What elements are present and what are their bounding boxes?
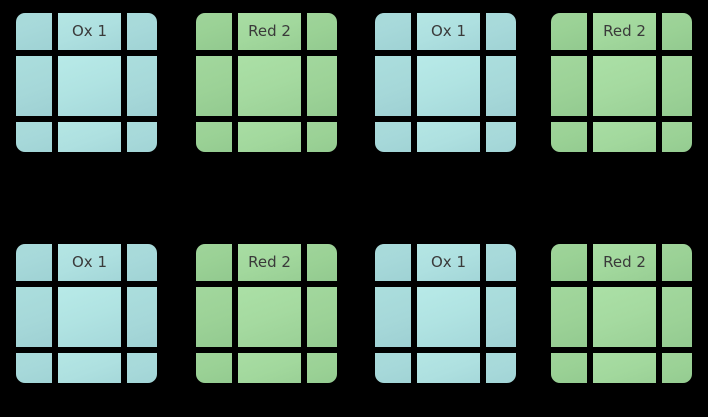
board-cell[interactable] [58, 353, 121, 383]
board-label: Ox 1 [431, 253, 466, 271]
board-cell[interactable] [486, 13, 516, 50]
board-cell[interactable] [16, 56, 52, 116]
board-cell[interactable] [551, 353, 587, 383]
tic-tac-toe-board[interactable]: Red 2 [551, 244, 692, 383]
board-cell[interactable] [16, 122, 52, 152]
board-cell[interactable]: Ox 1 [58, 244, 121, 281]
board-cell[interactable] [196, 287, 232, 347]
board-cell[interactable] [486, 56, 516, 116]
board-label: Ox 1 [72, 253, 107, 271]
board-cell[interactable] [375, 244, 411, 281]
board-cell[interactable] [16, 353, 52, 383]
board-cell[interactable] [238, 56, 301, 116]
board-cell[interactable] [551, 56, 587, 116]
board-label: Ox 1 [431, 22, 466, 40]
tic-tac-toe-board[interactable]: Ox 1 [16, 13, 157, 152]
board-cell[interactable] [127, 13, 157, 50]
board-cell[interactable] [417, 122, 480, 152]
board-cell[interactable] [307, 244, 337, 281]
tic-tac-toe-board[interactable]: Red 2 [196, 13, 337, 152]
board-cell[interactable] [196, 122, 232, 152]
board-cell[interactable] [662, 353, 692, 383]
board-cell[interactable] [375, 56, 411, 116]
board-cell[interactable] [417, 56, 480, 116]
board-cell[interactable] [662, 13, 692, 50]
board-cell[interactable] [16, 287, 52, 347]
board-cell[interactable] [551, 13, 587, 50]
board-cell[interactable] [196, 244, 232, 281]
board-label: Red 2 [603, 22, 646, 40]
board-cell[interactable] [16, 244, 52, 281]
tic-tac-toe-board[interactable]: Red 2 [551, 13, 692, 152]
board-cell[interactable] [593, 56, 656, 116]
board-cell[interactable] [127, 244, 157, 281]
tic-tac-toe-board[interactable]: Ox 1 [16, 244, 157, 383]
board-cell[interactable] [196, 13, 232, 50]
board-cell[interactable] [375, 122, 411, 152]
tic-tac-toe-board[interactable]: Red 2 [196, 244, 337, 383]
board-cell[interactable]: Ox 1 [417, 244, 480, 281]
board-cell[interactable] [58, 122, 121, 152]
board-cell[interactable] [196, 56, 232, 116]
board-cell[interactable] [662, 122, 692, 152]
board-cell[interactable] [593, 353, 656, 383]
board-cell[interactable] [375, 353, 411, 383]
board-cell[interactable] [593, 287, 656, 347]
board-label: Red 2 [248, 22, 291, 40]
board-cell[interactable] [307, 353, 337, 383]
board-cell[interactable] [417, 287, 480, 347]
board-cell[interactable] [662, 244, 692, 281]
tic-tac-toe-board[interactable]: Ox 1 [375, 244, 516, 383]
board-cell[interactable] [486, 244, 516, 281]
board-cell[interactable] [58, 287, 121, 347]
board-cell[interactable]: Ox 1 [417, 13, 480, 50]
board-cell[interactable] [238, 353, 301, 383]
board-cell[interactable]: Ox 1 [58, 13, 121, 50]
board-cell[interactable] [307, 287, 337, 347]
board-cell[interactable] [307, 122, 337, 152]
board-cell[interactable] [238, 122, 301, 152]
board-cell[interactable] [486, 122, 516, 152]
tic-tac-toe-board[interactable]: Ox 1 [375, 13, 516, 152]
board-cell[interactable] [127, 56, 157, 116]
board-cell[interactable] [662, 287, 692, 347]
board-cell[interactable]: Red 2 [238, 244, 301, 281]
board-cell[interactable] [307, 13, 337, 50]
board-label: Red 2 [603, 253, 646, 271]
board-cell[interactable] [486, 287, 516, 347]
board-cell[interactable] [238, 287, 301, 347]
board-cell[interactable] [127, 287, 157, 347]
board-cell[interactable]: Red 2 [238, 13, 301, 50]
board-cell[interactable]: Red 2 [593, 13, 656, 50]
board-cell[interactable] [551, 122, 587, 152]
board-label: Red 2 [248, 253, 291, 271]
board-cell[interactable] [16, 13, 52, 50]
board-cell[interactable] [662, 56, 692, 116]
board-cell[interactable] [127, 353, 157, 383]
board-cell[interactable]: Red 2 [593, 244, 656, 281]
board-cell[interactable] [307, 56, 337, 116]
board-label: Ox 1 [72, 22, 107, 40]
board-cell[interactable] [486, 353, 516, 383]
board-cell[interactable] [127, 122, 157, 152]
board-cell[interactable] [417, 353, 480, 383]
board-cell[interactable] [375, 13, 411, 50]
board-cell[interactable] [58, 56, 121, 116]
board-cell[interactable] [551, 244, 587, 281]
board-cell[interactable] [196, 353, 232, 383]
board-cell[interactable] [375, 287, 411, 347]
board-cell[interactable] [593, 122, 656, 152]
board-cell[interactable] [551, 287, 587, 347]
